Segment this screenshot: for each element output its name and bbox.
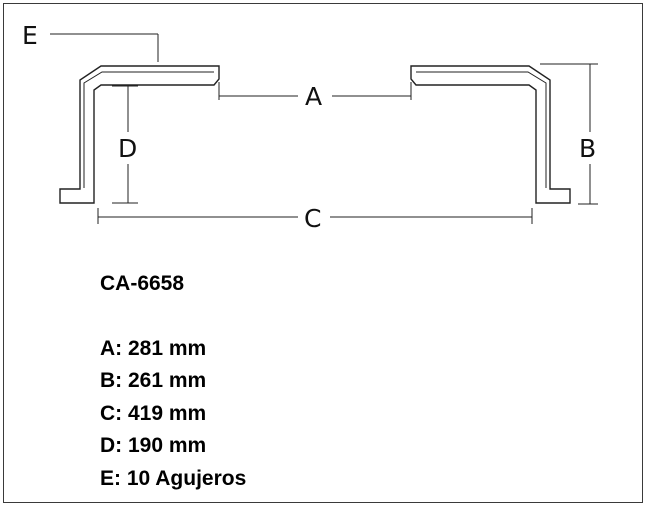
dimension-c: C xyxy=(97,204,533,233)
dimension-a: A xyxy=(218,82,412,111)
dimension-e-label: E xyxy=(22,21,38,50)
dimension-d: D xyxy=(112,85,138,204)
spec-row-a: A: 281 mm xyxy=(100,336,207,360)
left-bracket-profile xyxy=(59,65,220,204)
spec-row-c: C: 419 mm xyxy=(100,401,207,425)
dimension-c-label: C xyxy=(304,204,321,233)
right-bracket-inner-edge xyxy=(416,71,547,188)
spec-row-e: E: 10 Agujeros xyxy=(100,466,247,490)
right-bracket-profile xyxy=(410,65,571,204)
dimension-e: E xyxy=(22,21,159,62)
spec-row-b: B: 261 mm xyxy=(100,369,207,392)
left-bracket-inner-edge xyxy=(83,71,214,188)
spec-row-d: D: 190 mm xyxy=(100,434,207,457)
dimension-a-label: A xyxy=(305,82,322,111)
dimension-b: B xyxy=(540,63,598,205)
specifications-block: CA-6658 A: 281 mm B: 261 mm C: 419 mm D:… xyxy=(100,268,246,495)
dimension-b-label: B xyxy=(579,134,596,163)
product-code: CA-6658 xyxy=(100,272,185,295)
dimension-d-label: D xyxy=(118,134,137,163)
